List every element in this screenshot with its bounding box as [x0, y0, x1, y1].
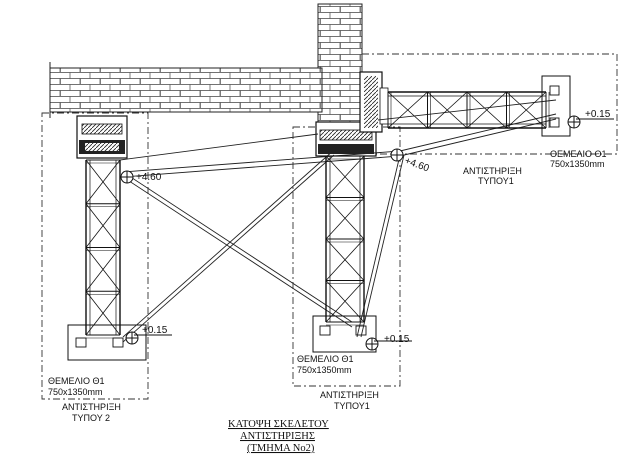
support-mid-line2: ΤΥΠΟΥ1 — [334, 401, 370, 411]
left-cap-beam — [76, 115, 128, 159]
footing-anchors — [75, 85, 560, 348]
drawing-title-line2: ΑΝΤΙΣΤΗΡΙΞΗΣ — [240, 431, 315, 442]
support-right-line1: ΑΝΤΙΣΤΗΡΙΞΗ — [463, 166, 522, 176]
support-left-line1: ΑΝΤΙΣΤΗΡΙΞΗ — [62, 402, 121, 412]
right-support-outline — [361, 53, 618, 155]
support-left-line2: ΤΥΠΟΥ 2 — [72, 413, 110, 423]
level-label-bottom-left: +0.15 — [142, 325, 168, 336]
left-support-outline — [41, 112, 149, 400]
support-mid-line1: ΑΝΤΙΣΤΗΡΙΞΗ — [320, 390, 379, 400]
footing-mid-size: 750x1350mm — [297, 365, 352, 375]
level-label-mid-left: +4.60 — [136, 172, 162, 183]
footing-right-name: ΘΕΜΕΛΙΟ Θ1 — [550, 149, 607, 159]
drawing-title-line1: ΚΑΤΟΨΗ ΣΚΕΛΕΤΟΥ — [228, 419, 329, 430]
level-label-mid-right: +4.60 — [403, 155, 431, 174]
vertical-wall — [317, 3, 363, 135]
footing-left-name: ΘΕΜΕΛΙΟ Θ1 — [48, 376, 105, 386]
support-right-line2: ΤΥΠΟΥ1 — [478, 176, 514, 186]
mid-support-outline — [292, 126, 401, 387]
lattice-towers — [85, 91, 550, 339]
footing-right-size: 750x1350mm — [550, 159, 605, 169]
right-wall-clamp — [359, 71, 389, 133]
level-label-bottom-mid: +0.15 — [384, 334, 410, 345]
masonry-wall — [49, 3, 363, 135]
footing-mid-name: ΘΕΜΕΛΙΟ Θ1 — [297, 354, 354, 364]
horizontal-wall — [49, 67, 323, 113]
drawing-title-line3: (ΤΜΗΜΑ Νο2) — [247, 443, 315, 454]
footing-left-size: 750x1350mm — [48, 387, 103, 397]
level-label-top-right: +0.15 — [585, 109, 611, 120]
